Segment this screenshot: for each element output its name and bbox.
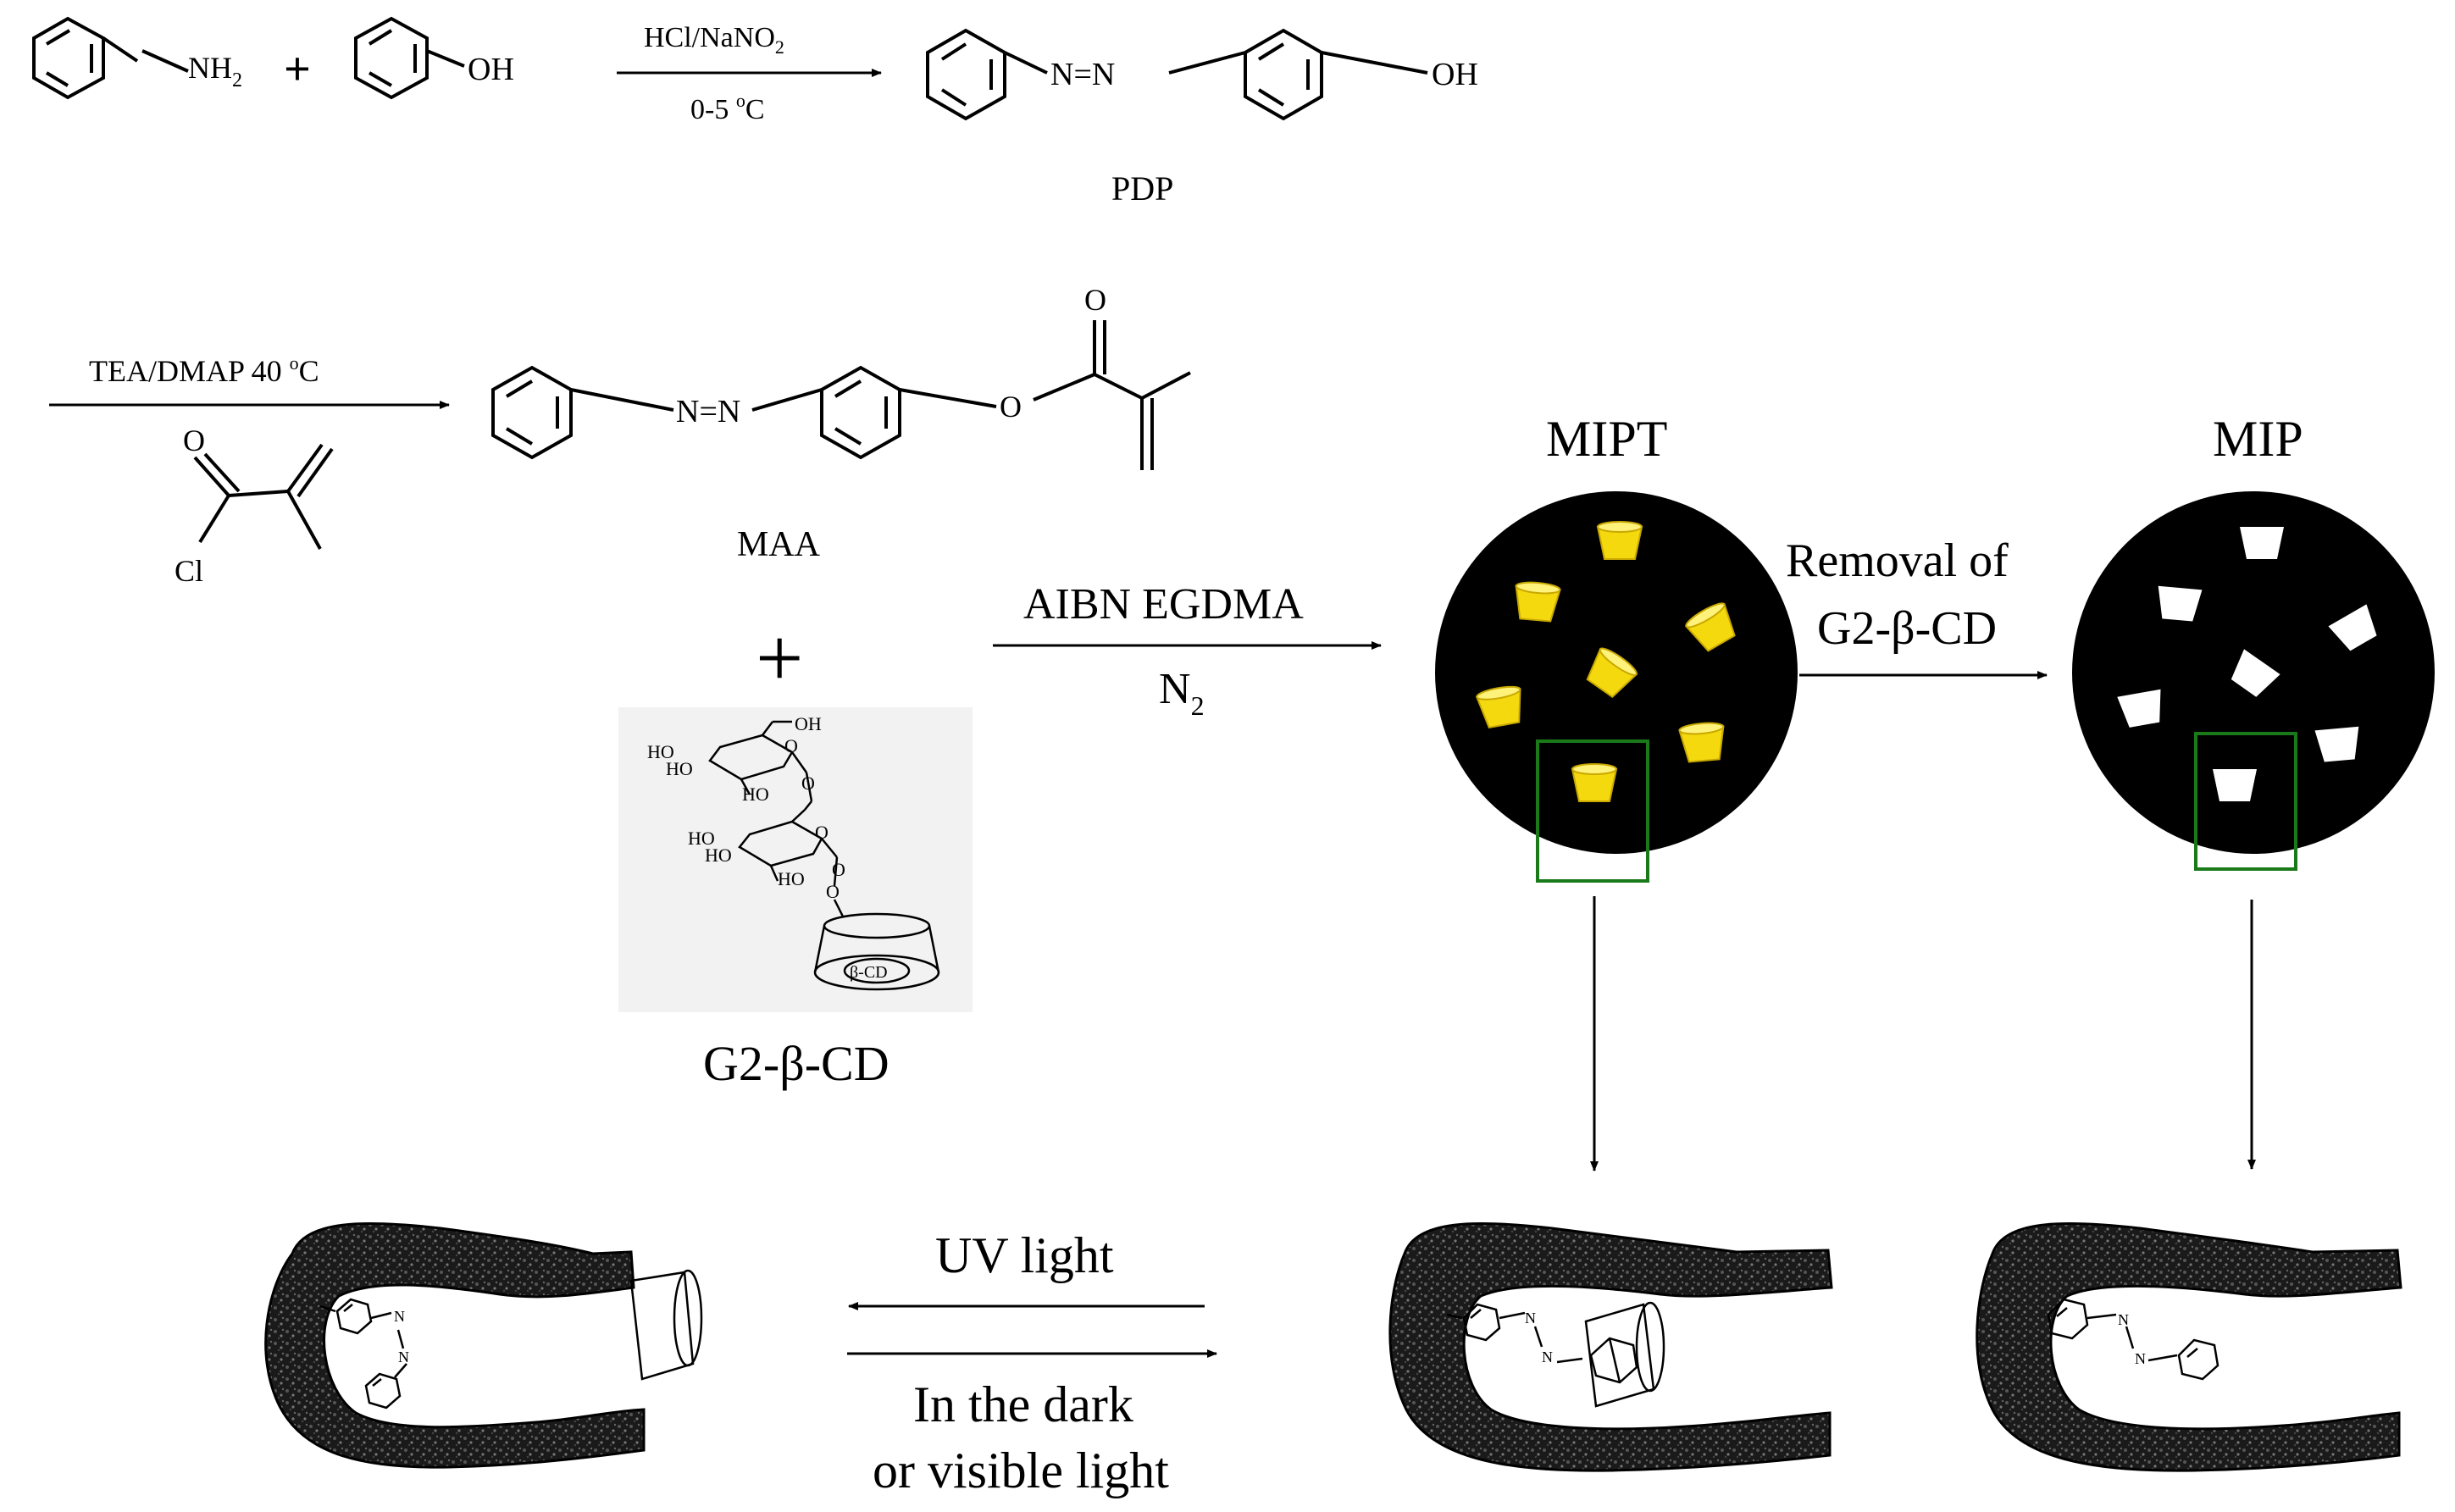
cavity-mip-empty: N N [1976, 1221, 2402, 1472]
cavity-dissociated: N N [264, 1221, 703, 1469]
plus-template: + [756, 611, 803, 705]
cavity-left-n1: N [394, 1308, 405, 1325]
polymerization-reagents: AIBN EGDMA [1023, 580, 1304, 629]
g2-ho4: HO [705, 845, 732, 866]
g2-ho-mid: HO [742, 784, 769, 805]
beta-cd-label: β-CD [850, 963, 888, 982]
pdp-azo: N=N [1050, 57, 1115, 92]
mip-particle [2072, 491, 2435, 871]
pdp-structure [926, 28, 1428, 121]
maa-ester-oxygen: O [1000, 390, 1022, 424]
cavity-mipt-complex: N N [1388, 1221, 1833, 1472]
mip-highlight-box [2194, 732, 2297, 871]
cavity-right-n2: N [2135, 1350, 2146, 1367]
g2-o5: O [826, 881, 840, 902]
mipt-particle [1435, 491, 1798, 883]
dark-label-line1: In the dark [913, 1376, 1133, 1432]
g2-oh-top: OH [795, 713, 822, 734]
removal-text-line2: G2-β-CD [1817, 602, 1997, 655]
mipt-label: MIPT [1546, 411, 1667, 467]
g2-ho1: HO [647, 741, 674, 762]
reagent-esterification: TEA/DMAP 40 oC [89, 352, 319, 388]
dark-label-line2: or visible light [873, 1443, 1169, 1498]
cavity-right-n1: N [2118, 1311, 2129, 1328]
cavity-left-n2: N [398, 1349, 409, 1365]
g2-ho2: HO [666, 758, 693, 779]
uv-light-label: UV light [935, 1227, 1114, 1283]
g2-ho-low: HO [778, 868, 805, 889]
temperature-condition: 0-5 oC [690, 90, 765, 125]
maa-label: MAA [737, 525, 821, 564]
g2-ho3: HO [688, 828, 715, 849]
g2-o1: O [784, 735, 798, 756]
g2-o2: O [801, 773, 815, 794]
g2-o4: O [832, 859, 845, 880]
phenol-structure [354, 16, 465, 100]
nitrogen-atmosphere: N2 [1159, 665, 1205, 721]
g2-beta-cd-panel: HO HO OH O HO O O HO HO HO O O β-CD [618, 707, 973, 1012]
maa-structure [491, 320, 1191, 470]
g2-o3: O [815, 822, 828, 843]
aniline-structure [32, 16, 139, 100]
plus-sign: + [284, 43, 311, 96]
acyl-oxygen: O [183, 424, 205, 457]
methacryloyl-chloride-structure [193, 443, 334, 550]
pdp-label: PDP [1111, 169, 1173, 208]
removal-text-line1: Removal of [1786, 534, 2009, 587]
g2-beta-cd-label: G2-β-CD [703, 1036, 889, 1091]
maa-carbonyl-oxygen: O [1084, 283, 1106, 317]
pdp-oh: OH [1432, 57, 1478, 92]
mip-label: MIP [2213, 411, 2303, 467]
phenol-oh: OH [468, 52, 514, 87]
mipt-highlight-box [1536, 739, 1649, 883]
acyl-chlorine: Cl [175, 554, 203, 588]
cavity-center-n1: N [1525, 1310, 1536, 1326]
nh2-group: NH2 [188, 51, 242, 91]
reagent-diazotization: HCl/NaNO2 [644, 22, 784, 58]
maa-azo: N=N [676, 394, 740, 429]
cavity-center-n2: N [1542, 1349, 1553, 1365]
